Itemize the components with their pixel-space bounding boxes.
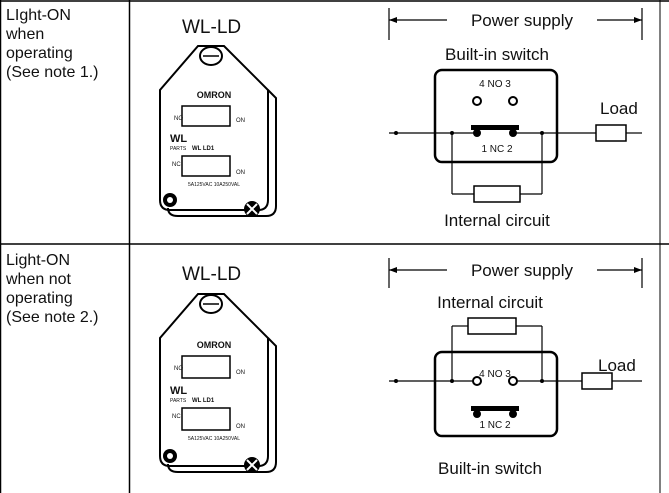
indicator-window-nc: [181, 407, 231, 431]
svg-text:NO: NO: [174, 116, 183, 122]
rating-text: 5A125VAC 10A250VAL: [188, 436, 240, 442]
built-in-switch-label: Built-in switch: [438, 459, 542, 478]
internal-circuit-label: Internal circuit: [444, 211, 550, 230]
model-label: WL-LD: [182, 17, 242, 38]
svg-text:ON: ON: [236, 118, 245, 124]
svg-text:4 NO 3: 4 NO 3: [479, 79, 511, 90]
load-resistor: [595, 124, 627, 142]
svg-text:PARTS: PARTS: [170, 398, 187, 404]
limit-switch-device-illustration: OMRON NO ON WL PARTS WL LD1 NC ON 5A125V…: [159, 45, 277, 217]
svg-text:4 NO 3: 4 NO 3: [479, 369, 511, 380]
row-label-light-on-when-not-operating: Light-ON when not operating (See note 2.…: [6, 252, 99, 326]
svg-text:WL LD1: WL LD1: [192, 146, 215, 152]
rating-text: 5A125VAC 10A250VAL: [188, 182, 240, 188]
row-label-light-on-when-operating: LIght-ON when operating (See note 1.): [6, 7, 99, 81]
model-label: WL-LD: [182, 264, 242, 285]
internal-circuit-label: Internal circuit: [437, 293, 543, 312]
svg-text:WL LD1: WL LD1: [192, 398, 215, 404]
load-label: Load: [600, 99, 638, 118]
svg-text:ON: ON: [236, 370, 245, 376]
indicator-window-no: [181, 105, 231, 127]
series-text: WL: [170, 385, 187, 397]
svg-text:NC: NC: [172, 162, 181, 168]
svg-text:ON: ON: [236, 424, 245, 430]
indicator-window-nc: [181, 155, 231, 177]
power-supply-label: Power supply: [471, 261, 574, 280]
series-text: WL: [170, 133, 187, 145]
indicator-window-no: [181, 355, 231, 379]
svg-text:NC: NC: [172, 414, 181, 420]
switch-box: [433, 350, 559, 438]
svg-text:NO: NO: [174, 366, 183, 372]
wiring-diagram-light-on-when-operating: Power supply Built-in switch 4 NO 3 1 NC…: [388, 8, 643, 230]
brand-text: OMRON: [197, 90, 232, 100]
switch-box: [433, 68, 559, 164]
wiring-diagram-light-on-when-not-operating: Power supply Internal circuit 4 NO 3 Loa…: [388, 258, 643, 478]
load-resistor: [581, 372, 613, 390]
svg-text:1 NC 2: 1 NC 2: [481, 144, 513, 155]
svg-text:PARTS: PARTS: [170, 146, 187, 152]
svg-text:ON: ON: [236, 170, 245, 176]
internal-circuit-resistor: [467, 317, 517, 335]
brand-text: OMRON: [197, 340, 232, 350]
limit-switch-device-illustration: OMRON NO ON WL PARTS WL LD1 NC ON 5A125V…: [159, 293, 277, 473]
svg-text:1 NC 2: 1 NC 2: [479, 420, 511, 431]
internal-circuit-resistor: [473, 185, 521, 203]
power-supply-label: Power supply: [471, 11, 574, 30]
built-in-switch-label: Built-in switch: [445, 45, 549, 64]
load-label: Load: [598, 356, 636, 375]
